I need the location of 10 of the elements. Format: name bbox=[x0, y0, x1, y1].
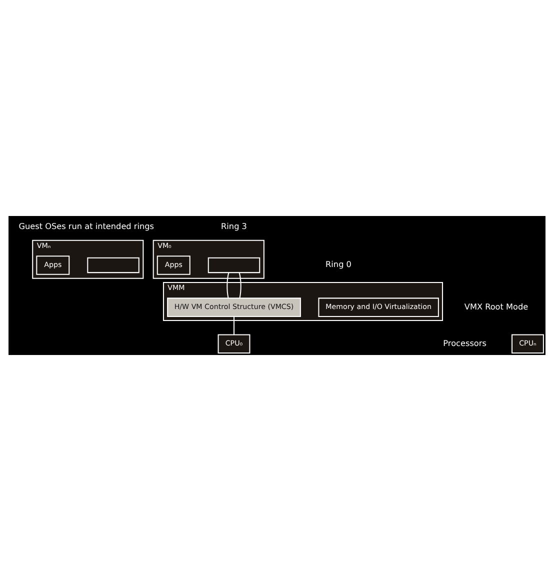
label: Guest OSes run at intended rings bbox=[18, 220, 154, 231]
label: Ring 0 bbox=[326, 258, 352, 269]
connector bbox=[238, 272, 242, 298]
node-box bbox=[208, 256, 260, 273]
label: Processors bbox=[443, 337, 486, 348]
label: VMX Root Mode bbox=[464, 300, 528, 311]
connector bbox=[226, 272, 230, 298]
connector bbox=[234, 316, 235, 334]
label: Ring 3 bbox=[221, 220, 247, 231]
node-box bbox=[87, 256, 140, 273]
